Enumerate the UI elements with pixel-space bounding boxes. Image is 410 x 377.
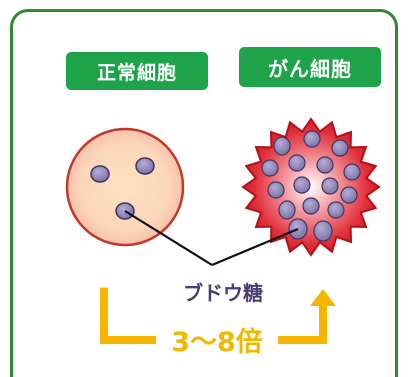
glucose-particle — [303, 130, 321, 148]
glucose-particle — [293, 176, 311, 194]
glucose-pointer-lines — [124, 210, 299, 267]
glucose-particle — [135, 157, 155, 175]
cancer-cell-label: がん細胞 — [239, 47, 381, 87]
glucose-particle — [278, 200, 296, 220]
multiplier-label: 3〜8倍 — [171, 327, 263, 358]
glucose-particle — [316, 156, 334, 174]
cancer-cell-icon — [241, 117, 381, 257]
glucose-particle — [340, 186, 358, 204]
glucose-particle — [313, 220, 333, 242]
glucose-particle — [321, 177, 339, 195]
glucose-particle — [273, 136, 291, 156]
glucose-particle — [90, 165, 110, 183]
normal-cell-icon — [65, 127, 185, 247]
glucose-label: ブドウ糖 — [183, 281, 263, 305]
glucose-particle — [327, 201, 345, 219]
glucose-particle — [267, 181, 285, 199]
up-arrow-icon — [96, 284, 336, 344]
glucose-particle — [302, 197, 320, 215]
glucose-particle — [261, 159, 279, 177]
glucose-particle — [331, 139, 349, 157]
normal-cell-label: 正常細胞 — [66, 52, 208, 90]
glucose-particle — [288, 154, 306, 172]
glucose-particle — [343, 163, 361, 181]
